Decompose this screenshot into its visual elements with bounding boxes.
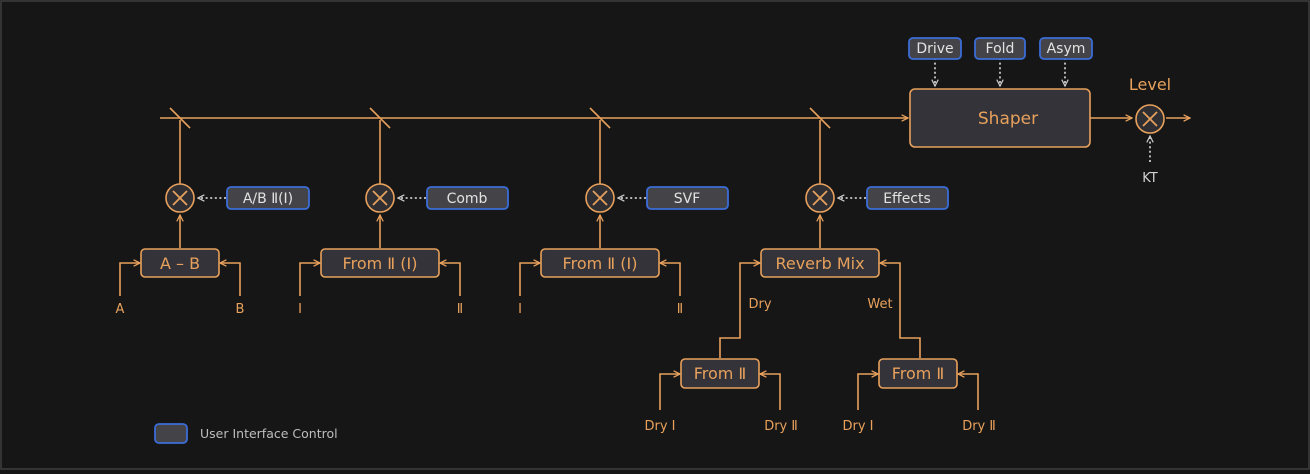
ab-control[interactable] [226, 186, 310, 210]
input-3l-label: I [518, 302, 522, 317]
ab-block-label: A – B [160, 254, 200, 273]
sub2-right-label: Dry Ⅱ [962, 419, 996, 434]
sub1-right-label: Dry Ⅱ [764, 419, 798, 434]
svf-control[interactable] [646, 186, 729, 210]
input-3r-wire [660, 263, 681, 296]
asym-label: Asym [1047, 41, 1086, 57]
sub1-right-wire [760, 374, 781, 410]
level-multiply-icon [1135, 104, 1165, 134]
sub-block-1 [680, 358, 760, 389]
kt-label: KT [1142, 171, 1158, 186]
bus-tap-1 [169, 107, 191, 129]
legend-label: User Interface Control [200, 426, 338, 441]
multiply-icon [165, 183, 195, 213]
input-2r-wire [440, 263, 461, 296]
reverb-mix-label: Reverb Mix [775, 254, 864, 273]
svf-control-label: SVF [674, 191, 701, 207]
from-block-2-label: From Ⅱ (I) [343, 254, 418, 273]
drive-label: Drive [916, 41, 953, 57]
effects-control-label: Effects [883, 191, 931, 207]
input-3r-label: Ⅱ [677, 302, 683, 317]
bus-tap-4 [809, 107, 831, 129]
sub-block-2-label: From Ⅱ [892, 364, 945, 383]
sub2-right-wire [958, 374, 979, 410]
from-block-2 [320, 248, 440, 278]
level-label: Level [1129, 75, 1171, 94]
comb-control-label: Comb [447, 191, 488, 207]
legend-swatch [154, 423, 188, 444]
input-2r-label: Ⅱ [457, 302, 463, 317]
dry-label: Dry [748, 297, 771, 312]
comb-control[interactable] [426, 186, 509, 210]
bus-tap-3 [589, 107, 611, 129]
ab-control-label: A/B Ⅱ(I) [243, 191, 293, 207]
drive-control[interactable] [908, 37, 962, 60]
input-a-wire [119, 263, 140, 296]
sub1-left-label: Dry I [644, 419, 675, 434]
input-3l-wire [519, 263, 540, 296]
sub-block-2 [878, 358, 958, 389]
bus-tap-2 [369, 107, 391, 129]
shaper-block [909, 88, 1091, 148]
from-block-3 [540, 248, 660, 278]
input-2l-wire [299, 263, 320, 296]
fold-control[interactable] [974, 37, 1026, 60]
multiply-icon [805, 183, 835, 213]
sub2-left-label: Dry I [842, 419, 873, 434]
wet-label: Wet [867, 297, 892, 312]
input-a-label: A [116, 302, 125, 317]
asym-control[interactable] [1039, 37, 1093, 60]
sub-block-1-label: From Ⅱ [694, 364, 747, 383]
reverb-dry-wire [719, 263, 760, 358]
ab-block [140, 248, 220, 278]
multiply-icon [365, 183, 395, 213]
shaper-label: Shaper [978, 109, 1038, 129]
input-2l-label: I [298, 302, 302, 317]
reverb-wet-wire [880, 263, 921, 358]
reverb-mix-block [760, 248, 880, 278]
input-b-wire [220, 263, 241, 296]
sub2-left-wire [857, 374, 878, 410]
from-block-3-label: From Ⅱ (I) [563, 254, 638, 273]
input-b-label: B [236, 302, 245, 317]
multiply-icon [585, 183, 615, 213]
effects-control[interactable] [866, 186, 949, 210]
fold-label: Fold [986, 41, 1015, 57]
sub1-left-wire [659, 374, 680, 410]
